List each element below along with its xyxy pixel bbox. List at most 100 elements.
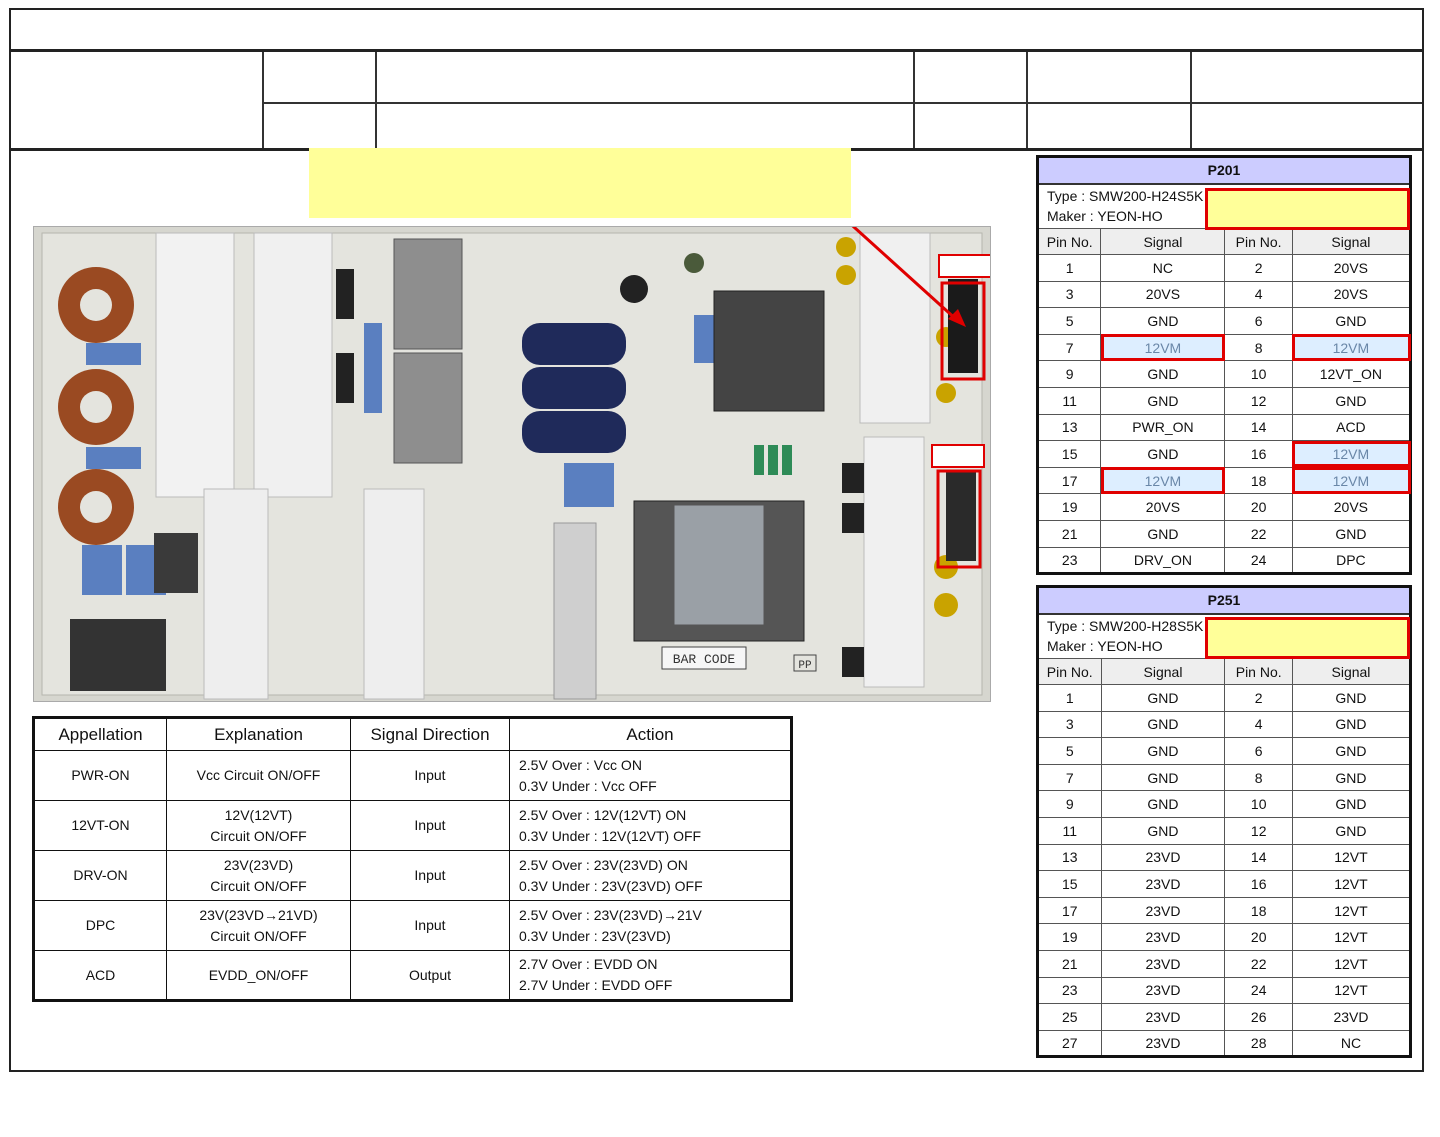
signal-cell: 12VM [1291,333,1412,362]
signal-cell: DPC [1291,546,1412,575]
signal-cell: 23VD [1291,1003,1412,1031]
pin-number-cell: 7 [1037,763,1102,792]
pin-number-cell: 24 [1224,546,1293,575]
direction-cell: Input [350,750,510,801]
table-row: DPC 23V(23VD→21VD)Circuit ON/OFF Input 2… [33,900,792,951]
signal-cell: 12VT [1291,923,1412,951]
signal-cell: 23VD [1100,923,1226,951]
pin-number-cell: 22 [1224,949,1293,978]
signal-cell: GND [1291,519,1412,548]
signal-cell: GND [1100,684,1226,712]
col-appellation: Appellation [33,717,167,751]
signal-cell: 12VT [1291,976,1412,1005]
pin-number-cell: 16 [1224,440,1293,468]
pin-number-cell: 7 [1036,333,1102,362]
p201-connector-highlight [940,281,986,381]
header-cell-model [11,52,264,148]
signal-table-header: Appellation Explanation Signal Direction… [33,717,792,751]
col-signal: Signal [1100,658,1226,685]
pin-number-cell: 20 [1224,923,1293,951]
table-row: DRV-ON 23V(23VD)Circuit ON/OFF Input 2.5… [33,850,792,901]
p251-connector-highlight [936,469,982,569]
signal-cell: PWR_ON [1100,413,1226,442]
pin-number-cell: 17 [1037,896,1102,925]
signal-cell: GND [1291,737,1412,765]
appellation-cell: PWR-ON [33,750,167,801]
signal-cell: GND [1291,710,1412,739]
signal-cell: 20VS [1291,280,1412,309]
col-signal-direction: Signal Direction [350,717,510,751]
pin-number-cell: 18 [1224,896,1293,925]
col-signal: Signal [1100,228,1226,255]
explanation-cell: 23V(23VD→21VD)Circuit ON/OFF [166,900,351,951]
signal-cell: 12VM [1100,466,1226,495]
p201-type: Type : SMW200-H24S5K [1047,188,1204,205]
p201-highlight-note [1205,188,1410,230]
signal-cell: 23VD [1100,1029,1226,1058]
title-bar [11,10,1422,52]
pin-number-cell: 2 [1224,684,1293,712]
p251-highlight-note [1205,617,1410,659]
signal-cell: 12VT [1291,949,1412,978]
pin-number-cell: 5 [1036,307,1102,335]
signal-cell: GND [1100,519,1226,548]
signal-cell: GND [1291,307,1412,335]
signal-cell: 12VT [1291,896,1412,925]
pin-number-cell: 23 [1036,546,1102,575]
signal-cell: 23VD [1100,949,1226,978]
highlight-note-box [309,148,851,218]
pin-number-cell: 15 [1037,870,1102,898]
pin-number-cell: 6 [1224,737,1293,765]
col-pin-no: Pin No. [1037,658,1102,685]
signal-cell: 23VD [1100,1003,1226,1031]
col-action: Action [509,717,792,751]
signal-cell: GND [1100,710,1226,739]
pin-number-cell: 9 [1036,360,1102,388]
signal-cell: 20VS [1100,493,1226,521]
signal-cell: GND [1291,386,1412,415]
pin-number-cell: 25 [1037,1003,1102,1031]
signal-cell: 23VD [1100,843,1226,872]
signal-cell: 12VT [1291,870,1412,898]
pin-number-cell: 20 [1224,493,1293,521]
pin-number-cell: 21 [1036,519,1102,548]
pin-number-cell: 3 [1037,710,1102,739]
pin-number-cell: 16 [1224,870,1293,898]
header-cell-b [377,52,915,148]
signal-cell: GND [1100,816,1226,845]
pin-number-cell: 8 [1224,763,1293,792]
pcb-photo: BAR CODE PP [33,226,991,702]
toroid-coils [58,267,134,545]
signal-cell: 23VD [1100,976,1226,1005]
bulk-capacitors [522,323,626,453]
signal-cell: DRV_ON [1100,546,1226,575]
header-cell-c [915,52,1028,148]
header-cell-a [264,52,377,148]
pin-number-cell: 19 [1036,493,1102,521]
p201-pin-table: P201 Type : SMW200-H24S5K Maker : YEON-H… [1036,155,1412,576]
p201-maker: Maker : YEON-HO [1047,208,1163,225]
pin-number-cell: 2 [1224,254,1293,282]
explanation-cell: 23V(23VD)Circuit ON/OFF [166,850,351,901]
signal-cell: 20VS [1100,280,1226,309]
pin-number-cell: 10 [1224,790,1293,818]
pin-number-cell: 11 [1037,816,1102,845]
